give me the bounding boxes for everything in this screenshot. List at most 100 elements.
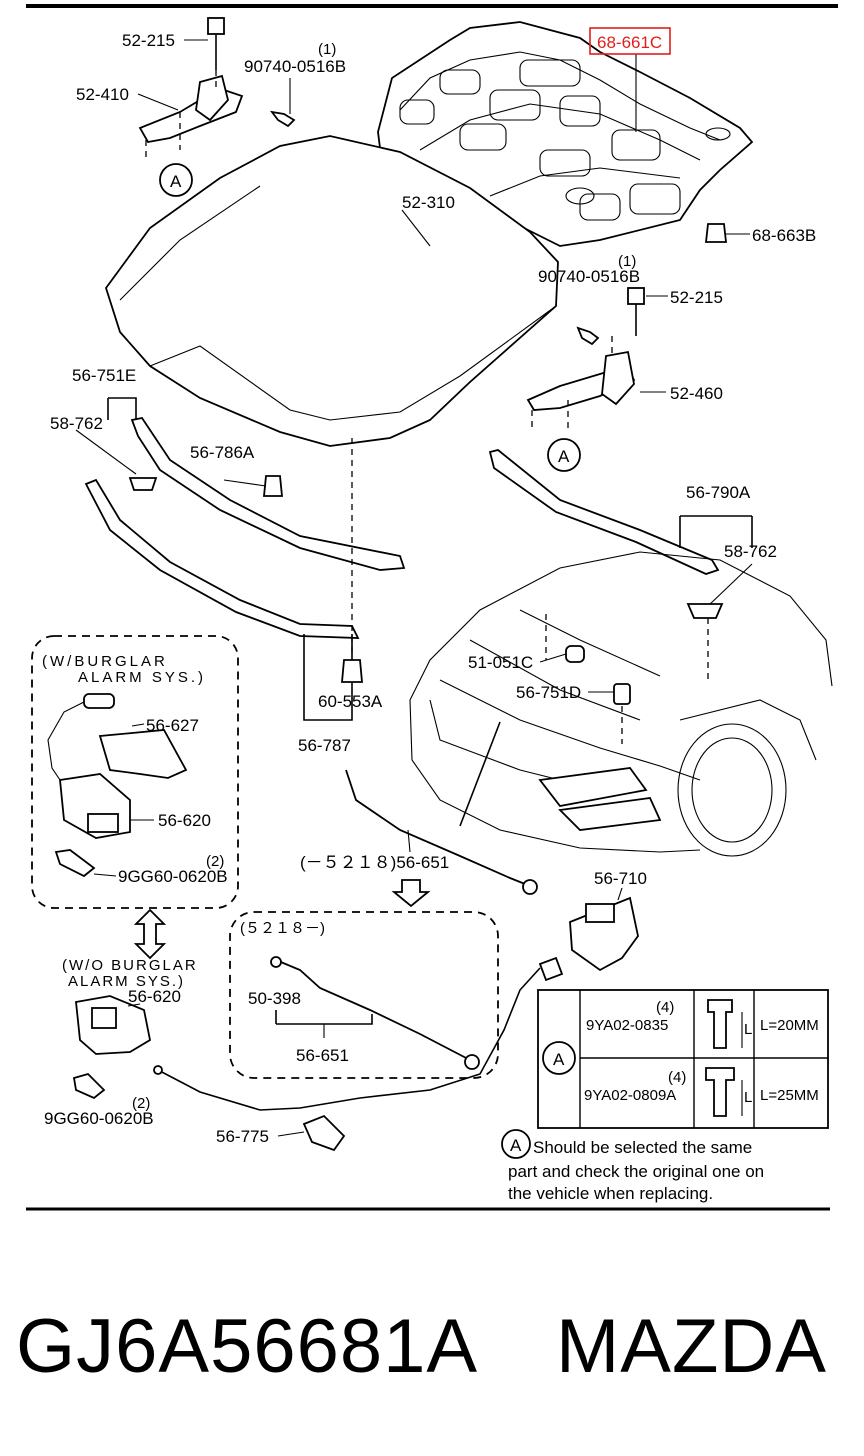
table-a-circle — [542, 1041, 576, 1075]
label-50-398: 50-398 — [248, 989, 301, 1008]
bolt-9gg-b — [72, 1072, 106, 1100]
label-52-460: 52-460 — [670, 384, 723, 403]
cable-end-56-651-b — [464, 1054, 480, 1070]
range-5218-box — [229, 911, 499, 1079]
right-hinge-drawing — [526, 287, 645, 432]
label-56-775: 56-775 — [216, 1127, 269, 1146]
label-56-786a: 56-786A — [190, 443, 255, 462]
double-arrow — [133, 908, 167, 960]
label-52-215-mid: 52-215 — [670, 288, 723, 307]
label-51-051c: 51-051C — [468, 653, 533, 672]
no-burglar-latch-drawing — [75, 995, 152, 1055]
label-56-790a: 56-790A — [686, 483, 751, 502]
callout-a-mid-letter: A — [558, 447, 570, 466]
label-burglar-2: ALARM SYS.) — [78, 669, 206, 686]
bracket-56-751e — [108, 397, 137, 420]
bolt-9gg-a — [54, 849, 96, 878]
label-52-215-top: 52-215 — [122, 31, 175, 50]
table-row2-qty: (4) — [668, 1069, 686, 1086]
release-cable-56-651-a — [345, 769, 531, 887]
callout-a-top-letter: A — [170, 172, 182, 191]
label-56-651-b: 56-651 — [296, 1046, 349, 1065]
label-90740-top: 90740-0516B — [244, 57, 346, 76]
arrow-down — [391, 879, 431, 908]
leader-58-762-right — [707, 563, 753, 607]
table-row2-dim: L — [744, 1089, 752, 1106]
leader-56-651-a — [407, 829, 411, 853]
label-56-751d: 56-751D — [516, 683, 581, 702]
table-row2-length: L=25MM — [760, 1087, 819, 1104]
clip-58-762-right — [686, 603, 724, 619]
callout-a-top — [159, 163, 193, 197]
label-9gg-a: 9GG60-0620B — [118, 867, 228, 886]
table-row2-part: 9YA02-0809A — [584, 1087, 676, 1104]
label-52-410: 52-410 — [76, 85, 129, 104]
label-52-310: 52-310 — [402, 193, 455, 212]
leader-58-762-left — [75, 429, 137, 475]
label-60-553a: 60-553A — [318, 692, 383, 711]
footer-part-number: GJ6A56681A — [16, 1304, 478, 1389]
label-56-620-b: 56-620 — [128, 987, 181, 1006]
car-body-drawing — [409, 551, 833, 857]
leader-56-627 — [131, 723, 145, 727]
burglar-alarm-box — [31, 635, 239, 909]
hood-latch-drawing — [538, 896, 639, 982]
label-68-663b: 68-663B — [752, 226, 816, 245]
label-56-787: 56-787 — [298, 736, 351, 755]
label-9gg-b-qty: (2) — [132, 1095, 150, 1112]
table-a-letter: A — [553, 1050, 565, 1069]
hood-seal-front-drawing — [84, 416, 720, 639]
label-56-751e: 56-751E — [72, 366, 136, 385]
bracket-56-790a — [679, 515, 753, 548]
bolt-56-786a — [263, 475, 283, 497]
label-9gg-a-qty: (2) — [206, 853, 224, 870]
leader-56-620-b — [127, 1003, 141, 1007]
callout-a-mid — [547, 438, 581, 472]
cable-end-56-775 — [153, 1065, 163, 1075]
clip-68-663b — [704, 223, 728, 243]
footer-brand: MAZDA — [556, 1304, 827, 1389]
label-9gg-b: 9GG60-0620B — [44, 1109, 154, 1128]
hood-drawing — [105, 135, 559, 447]
label-56-627: 56-627 — [146, 716, 199, 735]
label-no-burglar-2: ALARM SYS.) — [68, 973, 185, 990]
label-range-5218: (５２１８－) — [240, 920, 325, 937]
table-row1-part: 9YA02-0835 — [586, 1017, 668, 1034]
note-line1: Should be selected the same — [533, 1138, 752, 1157]
label-68-661c: 68-661C — [597, 33, 662, 52]
label-56-710: 56-710 — [594, 869, 647, 888]
highlight-box-68-661c — [589, 27, 671, 55]
note-line2: part and check the original one on — [508, 1162, 764, 1181]
release-cable-56-651-b — [275, 959, 471, 1061]
label-90740-top-qty: (1) — [318, 41, 336, 58]
label-58-762-left: 58-762 — [50, 414, 103, 433]
label-90740-mid: 90740-0516B — [538, 267, 640, 286]
note-a-letter: A — [510, 1136, 522, 1155]
clip-58-762-left — [128, 477, 158, 491]
table-row1-qty: (4) — [656, 999, 674, 1016]
leader-52-410 — [137, 93, 179, 111]
burglar-latch-drawing — [47, 693, 188, 839]
leader-56-775 — [277, 1131, 305, 1137]
bolt-table — [537, 989, 829, 1129]
grommet-50-398 — [270, 956, 282, 968]
label-56-620-a: 56-620 — [158, 811, 211, 830]
leader-56-710 — [617, 887, 623, 901]
label-56-651-a: (－５２１８)56-651 — [300, 853, 449, 872]
bumper-60-553a — [341, 659, 363, 683]
table-row1-dim: L — [744, 1021, 752, 1038]
label-58-762-right: 58-762 — [724, 542, 777, 561]
bracket-56-651-b — [275, 1010, 373, 1025]
note-a-circle — [501, 1129, 531, 1159]
label-90740-mid-qty: (1) — [618, 253, 636, 270]
clip-56-775 — [302, 1114, 346, 1152]
note-line3: the vehicle when replacing. — [508, 1184, 713, 1203]
leader-56-786a — [223, 479, 267, 487]
prop-rod — [459, 721, 501, 827]
table-row1-length: L=20MM — [760, 1017, 819, 1034]
label-burglar-1: (W/BURGLAR — [42, 653, 168, 670]
label-no-burglar-1: (W/O BURGLAR — [62, 957, 198, 974]
leader-52-310 — [401, 209, 431, 247]
left-hinge-drawing — [138, 17, 296, 160]
